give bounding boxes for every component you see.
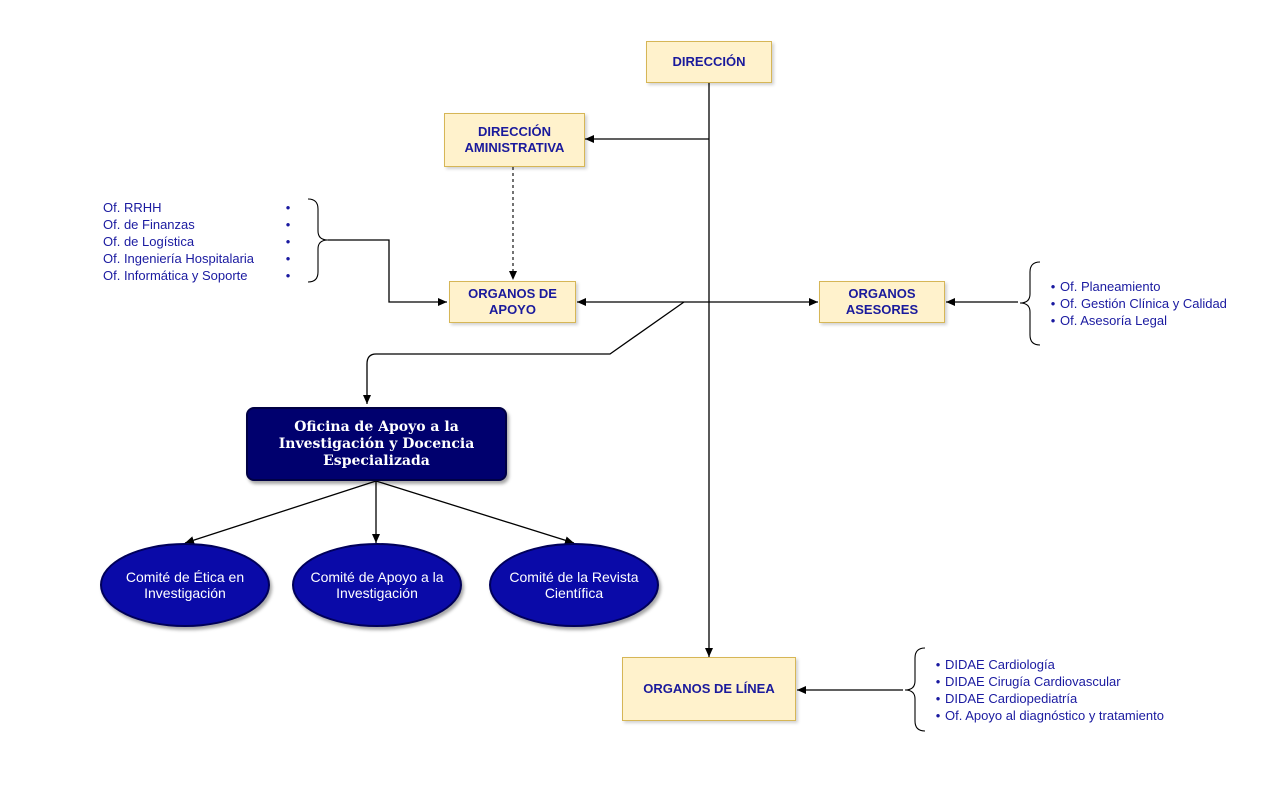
comite-revista-node[interactable]: Comité de la Revista Científica <box>489 543 659 627</box>
list-item: •Of. Planeamiento <box>1046 278 1227 295</box>
comite-apoyo-label: Comité de Apoyo a la Investigación <box>310 569 444 601</box>
organos-asesores-box[interactable]: ORGANOS ASESORES <box>819 281 945 323</box>
bullet-icon: • <box>285 268 291 283</box>
direccion-administrativa-box[interactable]: DIRECCIÓN AMINISTRATIVA <box>444 113 585 167</box>
bullet-icon: • <box>935 691 941 706</box>
comite-revista-label: Comité de la Revista Científica <box>509 569 639 601</box>
list-item: Of. RRHH• <box>103 199 295 216</box>
organos-linea-label: ORGANOS DE LÍNEA <box>643 681 775 696</box>
list-item: Of. Informática y Soporte• <box>103 267 295 284</box>
left-brace <box>307 198 329 283</box>
list-item: •Of. Gestión Clínica y Calidad <box>1046 295 1227 312</box>
asesores-brace <box>1019 261 1041 346</box>
bullet-icon: • <box>285 217 291 232</box>
bullet-icon: • <box>1050 296 1056 311</box>
bullet-icon: • <box>285 251 291 266</box>
comite-etica-label: Comité de Ética en Investigación <box>125 569 245 601</box>
bullet-icon: • <box>935 708 941 723</box>
connector-comite-1 <box>184 480 377 545</box>
list-item: •Of. Apoyo al diagnóstico y tratamiento <box>931 707 1164 724</box>
list-item: •Of. Asesoría Legal <box>1046 312 1227 329</box>
bullet-icon: • <box>935 657 941 672</box>
connector-oficina <box>363 301 685 404</box>
bullet-icon: • <box>285 200 291 215</box>
oficina-apoyo-box[interactable]: Oficina de Apoyo a la Investigación y Do… <box>246 407 507 481</box>
linea-brace <box>904 647 926 732</box>
oficina-apoyo-label: Oficina de Apoyo a la Investigación y Do… <box>278 418 475 469</box>
asesores-list: •Of. Planeamiento •Of. Gestión Clínica y… <box>1046 278 1227 329</box>
list-item: •DIDAE Cardiología <box>931 656 1164 673</box>
bullet-icon: • <box>1050 313 1056 328</box>
bullet-icon: • <box>1050 279 1056 294</box>
organos-asesores-label: ORGANOS ASESORES <box>845 286 919 317</box>
list-item: Of. Ingeniería Hospitalaria• <box>103 250 295 267</box>
direccion-box[interactable]: DIRECCIÓN <box>646 41 772 83</box>
list-item: •DIDAE Cirugía Cardiovascular <box>931 673 1164 690</box>
list-item: Of. de Finanzas• <box>103 216 295 233</box>
organos-apoyo-label: ORGANOS DE APOYO <box>468 286 557 317</box>
comite-etica-node[interactable]: Comité de Ética en Investigación <box>100 543 270 627</box>
organos-linea-box[interactable]: ORGANOS DE LÍNEA <box>622 657 796 721</box>
bullet-icon: • <box>935 674 941 689</box>
list-item: Of. de Logística• <box>103 233 295 250</box>
linea-list: •DIDAE Cardiología •DIDAE Cirugía Cardio… <box>931 656 1164 724</box>
connector-apoyo-list <box>328 239 447 306</box>
bullet-icon: • <box>285 234 291 249</box>
connector-comite-3 <box>375 480 575 545</box>
organos-apoyo-box[interactable]: ORGANOS DE APOYO <box>449 281 576 323</box>
comite-apoyo-node[interactable]: Comité de Apoyo a la Investigación <box>292 543 462 627</box>
list-item: •DIDAE Cardiopediatría <box>931 690 1164 707</box>
apoyo-list: Of. RRHH• Of. de Finanzas• Of. de Logíst… <box>103 199 295 284</box>
direccion-label: DIRECCIÓN <box>672 54 746 69</box>
direccion-administrativa-label: DIRECCIÓN AMINISTRATIVA <box>464 124 565 155</box>
